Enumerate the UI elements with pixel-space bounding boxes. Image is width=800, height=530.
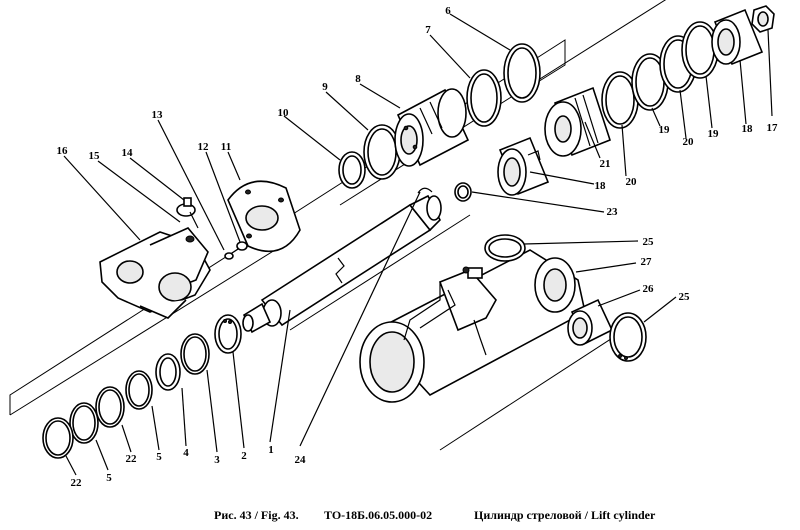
snap-ring — [214, 314, 242, 354]
small-o-ring — [454, 182, 472, 202]
label-23: 23 — [607, 206, 619, 218]
label-9: 9 — [322, 81, 328, 93]
leader-lines — [63, 13, 773, 476]
cylinder-body — [359, 249, 586, 403]
guide-bushing-a — [497, 136, 550, 196]
label-7: 7 — [425, 24, 431, 36]
label-2: 2 — [241, 450, 247, 462]
piston — [544, 86, 611, 157]
label-19b: 19 — [708, 128, 720, 140]
body-guide-lines — [289, 214, 641, 451]
label-5b: 5 — [106, 472, 112, 484]
bolt-washer — [176, 197, 199, 229]
label-25a: 25 — [643, 236, 655, 248]
rod-seal-rings — [42, 333, 210, 459]
label-21: 21 — [600, 158, 611, 170]
label-20a: 20 — [626, 176, 638, 188]
guide-bushing-b — [711, 8, 764, 66]
label-18a: 18 — [595, 180, 607, 192]
label-25b: 25 — [679, 291, 691, 303]
label-17: 17 — [767, 122, 779, 134]
figure-caption: Рис. 43 / Fig. 43. ТО-18Б.06.05.000-02 Ц… — [0, 508, 800, 528]
label-20b: 20 — [683, 136, 695, 148]
label-15: 15 — [89, 150, 101, 162]
label-11: 11 — [221, 141, 231, 153]
label-16: 16 — [57, 145, 69, 157]
label-6: 6 — [445, 5, 451, 17]
label-26: 26 — [643, 283, 655, 295]
label-14: 14 — [122, 147, 134, 159]
snap-ring-upper — [484, 234, 526, 262]
label-4: 4 — [183, 447, 189, 459]
part-labels: 1 2 3 4 5 22 5 22 24 16 15 14 13 12 11 1… — [57, 5, 779, 489]
piston-rings — [601, 21, 719, 129]
label-12: 12 — [198, 141, 210, 153]
c-clip — [417, 187, 433, 194]
label-8: 8 — [355, 73, 361, 85]
caption-title: Цилиндр стреловой / Lift cylinder — [474, 508, 656, 522]
label-3: 3 — [214, 454, 220, 466]
small-screw — [224, 241, 248, 260]
label-10: 10 — [278, 107, 290, 119]
caption-drawing-code: ТО-18Б.06.05.000-02 — [324, 508, 433, 522]
caption-figure-number: Рис. 43 / Fig. 43. — [214, 508, 299, 522]
label-19a: 19 — [659, 124, 671, 136]
snap-ring-lower — [609, 312, 647, 362]
label-18b: 18 — [742, 123, 754, 135]
label-13: 13 — [152, 109, 164, 121]
hex-nut — [751, 5, 775, 33]
clevis-yoke — [99, 227, 211, 319]
cylinder-head — [394, 88, 470, 167]
head-outer-rings — [466, 43, 541, 127]
label-22b: 22 — [71, 477, 83, 489]
label-1: 1 — [268, 444, 274, 456]
piston-rod — [242, 194, 442, 334]
label-5a: 5 — [156, 451, 162, 463]
label-22a: 22 — [126, 453, 138, 465]
flange-disc — [227, 180, 301, 253]
label-24: 24 — [295, 454, 307, 466]
label-27: 27 — [641, 256, 653, 268]
body-bushing — [567, 298, 614, 346]
head-rings — [338, 124, 401, 189]
